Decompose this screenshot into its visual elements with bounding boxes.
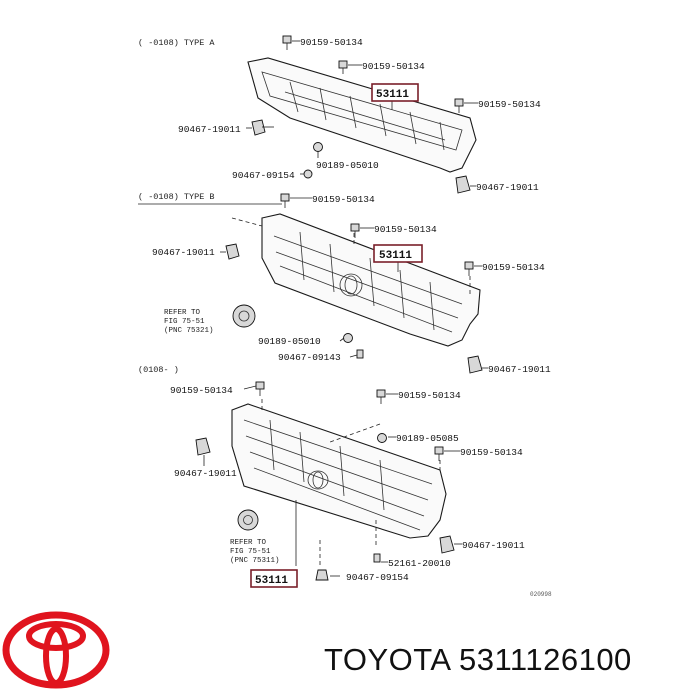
- clip-icon: [315, 569, 329, 581]
- section-header: ( -0108) TYPE A: [138, 38, 215, 48]
- section-header: ( -0108) TYPE B: [138, 192, 215, 202]
- section-type-a: ( -0108) TYPE A 90159-50134 90159-50134 …: [138, 35, 541, 194]
- fastener-icon: [434, 446, 444, 461]
- key-part-box: [250, 569, 298, 588]
- fastener-icon: [464, 261, 474, 276]
- grille-type-b: [261, 213, 481, 347]
- section-header: (0108- ): [138, 365, 179, 375]
- part-number-label: 90159-50134: [482, 262, 545, 273]
- emblem-icon: [232, 304, 256, 328]
- part-number-label: 90159-50134: [362, 61, 425, 72]
- key-part-number: 53111: [255, 575, 288, 587]
- clip-icon: [439, 535, 455, 554]
- clip-icon: [225, 243, 240, 260]
- fastener-icon: [376, 389, 386, 404]
- clip-icon: [195, 437, 211, 456]
- nut-icon: [313, 142, 323, 152]
- part-number-label: 90467-09154: [346, 572, 409, 583]
- nut-icon: [343, 333, 353, 343]
- fastener-icon: [454, 98, 464, 113]
- key-part-number: 53111: [376, 89, 409, 101]
- emblem-icon: [237, 509, 259, 531]
- grille-type-a: [247, 57, 477, 173]
- fastener-icon: [338, 60, 348, 74]
- part-number-label: 90189-05010: [316, 160, 379, 171]
- drawing-code: 020998: [530, 591, 552, 598]
- fastener-icon: [282, 35, 292, 50]
- fastener-icon: [350, 223, 360, 238]
- part-number-label: 90467-19011: [476, 182, 539, 193]
- part-number-label: 90467-19011: [174, 468, 237, 479]
- part-number-label: 90467-09143: [278, 352, 341, 363]
- fastener-icon: [255, 381, 265, 396]
- part-number-label: 90467-19011: [152, 247, 215, 258]
- clip-icon: [356, 349, 364, 359]
- nut-icon: [377, 433, 387, 443]
- section-type-b: ( -0108) TYPE B: [138, 192, 551, 375]
- grille-0108: [231, 403, 447, 539]
- part-number-label: 90159-50134: [460, 447, 523, 458]
- part-number-label: 90159-50134: [398, 390, 461, 401]
- part-number-label: 90189-05085: [396, 433, 459, 444]
- fastener-icon: [280, 193, 290, 208]
- clip-icon: [455, 175, 471, 194]
- refer-label: FIG 75-51: [230, 548, 271, 556]
- refer-label: REFER TO: [164, 309, 201, 317]
- part-number-label: 90159-50134: [170, 385, 233, 396]
- part-number-label: 90467-19011: [178, 124, 241, 135]
- part-number-label: 90159-50134: [300, 37, 363, 48]
- part-number-label: 90467-09154: [232, 170, 295, 181]
- refer-label: (PNC 75321): [164, 327, 214, 335]
- part-number-label: 52161-20010: [388, 558, 451, 569]
- key-part-box: [373, 244, 423, 263]
- part-number-label: 90467-19011: [462, 540, 525, 551]
- refer-label: REFER TO: [230, 539, 267, 547]
- clip-icon: [373, 553, 381, 563]
- part-number-label: 90189-05010: [258, 336, 321, 347]
- brand-part-number: TOYOTA 5311126100: [324, 642, 632, 677]
- clip-icon: [251, 119, 274, 136]
- section-0108: (0108- ): [138, 365, 552, 598]
- part-number-label: 90159-50134: [312, 194, 375, 205]
- key-part-box: [371, 83, 419, 102]
- clip-icon: [303, 169, 313, 179]
- key-part-number: 53111: [379, 250, 412, 262]
- part-number-label: 90467-19011: [488, 364, 551, 375]
- part-number-label: 90159-50134: [374, 224, 437, 235]
- refer-label: FIG 75-51: [164, 318, 205, 326]
- refer-label: (PNC 75311): [230, 557, 280, 565]
- clip-icon: [467, 355, 483, 374]
- part-number-label: 90159-50134: [478, 99, 541, 110]
- toyota-logo-icon: [2, 611, 110, 689]
